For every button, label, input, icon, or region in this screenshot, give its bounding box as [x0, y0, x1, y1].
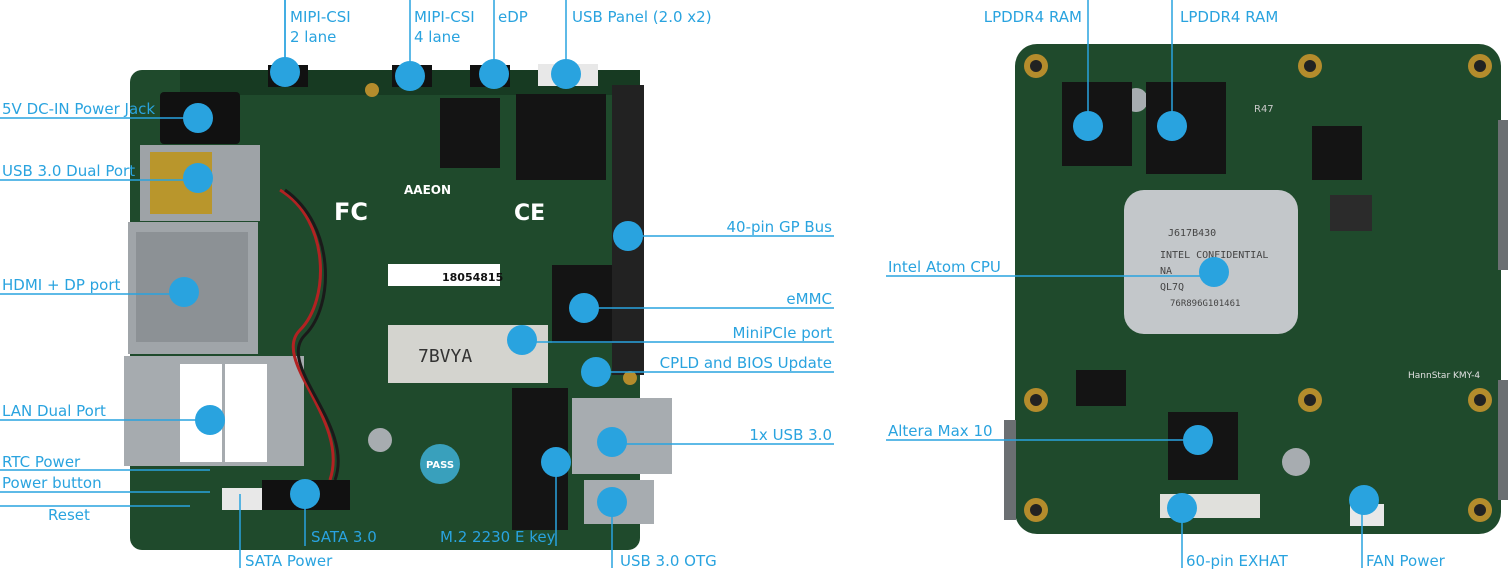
- r47-text: R47: [1254, 104, 1274, 115]
- label-cpld: CPLD and BIOS Update: [660, 354, 832, 372]
- label-m2: M.2 2230 E key: [440, 528, 556, 546]
- dot-ram2: [1157, 111, 1187, 141]
- label-emmc: eMMC: [786, 290, 832, 308]
- dot-hdmi: [169, 277, 199, 307]
- dot-lan: [195, 405, 225, 435]
- label-usb3-dual: USB 3.0 Dual Port: [2, 162, 135, 180]
- label-usb-panel: USB Panel (2.0 x2): [572, 8, 712, 26]
- label-lan: LAN Dual Port: [2, 402, 106, 420]
- dot-mipi4: [395, 61, 425, 91]
- dot-dc-in: [183, 103, 213, 133]
- dot-otg: [597, 487, 627, 517]
- label-mipi2-line2: 2 lane: [290, 28, 336, 46]
- dot-minipcie: [507, 325, 537, 355]
- label-cpu: Intel Atom CPU: [888, 258, 1001, 276]
- label-mipi2: MIPI-CSI 2 lane: [290, 8, 355, 46]
- brand-text: AAEON: [404, 183, 451, 197]
- callout-lines: [0, 0, 1363, 568]
- ce-logo-text: CE: [514, 201, 545, 226]
- label-dc-in: 5V DC-IN Power Jack: [2, 100, 155, 118]
- label-minipcie: MiniPCIe port: [733, 324, 833, 342]
- cpu-line-4: QL7Q: [1160, 282, 1184, 293]
- label-hdmi-dp: HDMI + DP port: [2, 276, 121, 294]
- label-edp: eDP: [498, 8, 528, 26]
- sticker-text: 18054815: [442, 271, 503, 284]
- cpu-line-2: INTEL CONFIDENTIAL: [1160, 250, 1268, 261]
- pass-text: PASS: [426, 460, 454, 471]
- dot-usb3-single: [597, 427, 627, 457]
- cpu-line-1: J617B430: [1168, 228, 1216, 239]
- fc-logo-text: FC: [334, 198, 368, 226]
- callout-dots: [169, 57, 1379, 523]
- dot-sata: [290, 479, 320, 509]
- cpu-line-5: 76R896G101461: [1170, 299, 1240, 309]
- dot-fan: [1349, 485, 1379, 515]
- dot-cpld: [581, 357, 611, 387]
- label-mipi2-line1: MIPI-CSI: [290, 8, 351, 26]
- dot-gpbus: [613, 221, 643, 251]
- dot-altera: [1183, 425, 1213, 455]
- label-mipi4: MIPI-CSI 4 lane: [414, 8, 479, 46]
- label-mipi4-line2: 4 lane: [414, 28, 460, 46]
- dot-usb-panel: [551, 59, 581, 89]
- label-gpbus: 40-pin GP Bus: [726, 218, 832, 236]
- label-exhat: 60-pin EXHAT: [1186, 552, 1289, 570]
- dot-cpu: [1199, 257, 1229, 287]
- slot-text: 7BVYA: [418, 346, 472, 367]
- label-ram1: LPDDR4 RAM: [984, 8, 1082, 26]
- label-usb-otg: USB 3.0 OTG: [620, 552, 717, 570]
- dot-m2: [541, 447, 571, 477]
- label-ram2: LPDDR4 RAM: [1180, 8, 1278, 26]
- label-power-button: Power button: [2, 474, 102, 492]
- label-altera: Altera Max 10: [888, 422, 993, 440]
- dot-exhat: [1167, 493, 1197, 523]
- label-rtc: RTC Power: [2, 453, 81, 471]
- cpu-line-3: NA: [1160, 266, 1172, 277]
- label-fan: FAN Power: [1366, 552, 1446, 570]
- dot-edp: [479, 59, 509, 89]
- dot-ram1: [1073, 111, 1103, 141]
- label-mipi4-line1: MIPI-CSI: [414, 8, 475, 26]
- dot-usb3-dual: [183, 163, 213, 193]
- silk-text: HannStar KMY-4: [1408, 371, 1480, 381]
- label-usb3-single: 1x USB 3.0: [749, 426, 832, 444]
- dot-emmc: [569, 293, 599, 323]
- dot-mipi2: [270, 57, 300, 87]
- label-reset: Reset: [48, 506, 90, 524]
- label-sata3: SATA 3.0: [311, 528, 377, 546]
- label-sata-power: SATA Power: [245, 552, 333, 570]
